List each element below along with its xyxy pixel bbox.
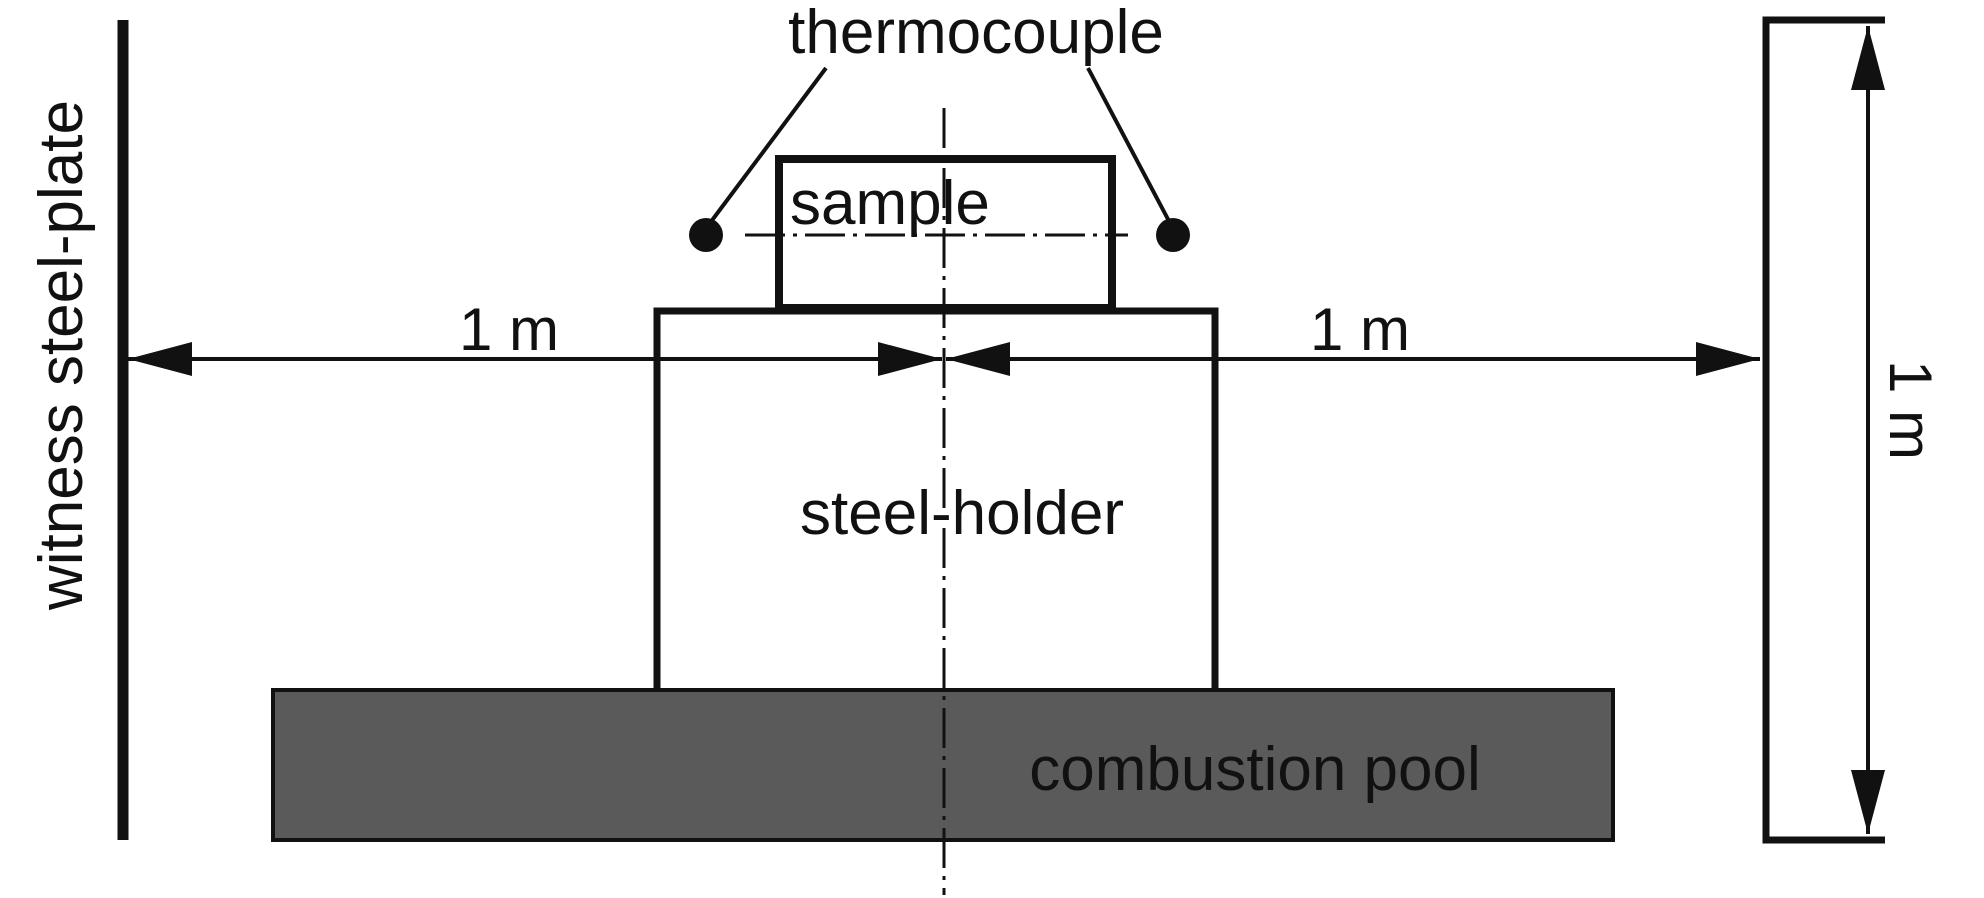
distance-right-label: 1 m [1310,296,1410,363]
right-witness-plate [1762,16,1885,844]
steel-holder-label: steel-holder [800,479,1124,548]
thermocouple-label: thermocouple [788,0,1164,67]
distance-left-label: 1 m [459,296,559,363]
thermocouple-lead-right [1086,67,1172,224]
thermocouple-right [1156,218,1190,252]
plate-height-label: 1 m [1877,360,1944,460]
combustion-pool-label: combustion pool [1029,735,1481,804]
thermocouple-left [689,218,723,252]
thermocouple-lead-left [708,66,828,225]
sample-label: sample [790,169,990,238]
witness-plate-label: witness steel-plate [27,100,96,611]
